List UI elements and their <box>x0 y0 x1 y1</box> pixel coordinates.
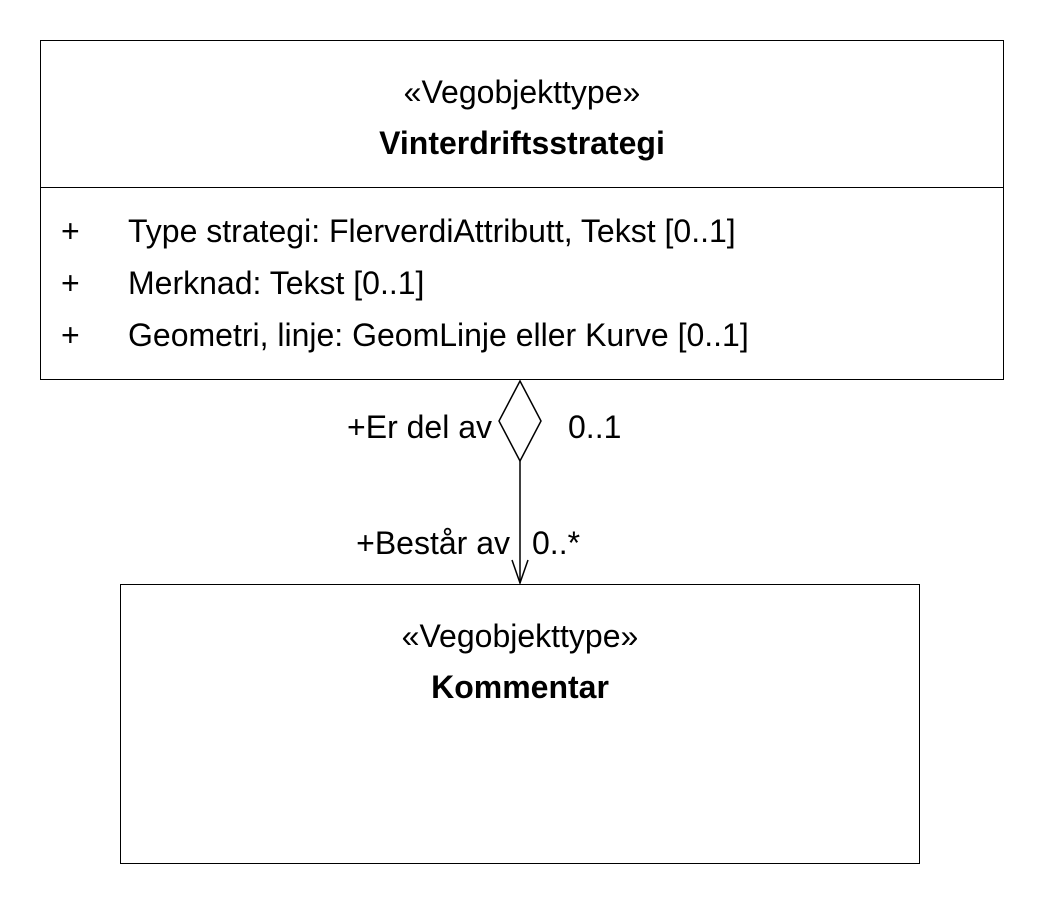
attribute-text: Geometri, linje: GeomLinje eller Kurve [… <box>128 317 749 353</box>
attribute-text: Merknad: Tekst [0..1] <box>128 265 425 301</box>
navigability-arrowhead <box>511 559 529 586</box>
association-role-part: +Består av <box>356 525 510 561</box>
attribute-row: + Geometri, linje: GeomLinje eller Kurve… <box>41 315 1003 355</box>
attribute-row: + Type strategi: FlerverdiAttributt, Tek… <box>41 211 1003 251</box>
class-kommentar[interactable]: «Vegobjekttype» Kommentar <box>120 584 920 864</box>
association-multiplicity-whole: 0..1 <box>568 409 622 445</box>
attribute-visibility: + <box>61 317 80 353</box>
aggregation-diamond[interactable] <box>498 379 542 463</box>
attribute-visibility: + <box>61 213 80 249</box>
attribute-row: + Merknad: Tekst [0..1] <box>41 263 1003 303</box>
attribute-text: Type strategi: FlerverdiAttributt, Tekst… <box>128 213 736 249</box>
compartment-divider <box>41 187 1003 188</box>
class-name: Vinterdriftsstrategi <box>379 125 665 161</box>
class-vinterdriftsstrategi[interactable]: «Vegobjekttype» Vinterdriftsstrategi + T… <box>40 40 1004 380</box>
association-role-whole: +Er del av <box>347 409 492 445</box>
association-multiplicity-part: 0..* <box>532 525 581 561</box>
class-stereotype: «Vegobjekttype» <box>401 618 639 654</box>
class-stereotype: «Vegobjekttype» <box>403 74 641 110</box>
attribute-visibility: + <box>61 265 80 301</box>
class-name: Kommentar <box>431 669 609 705</box>
